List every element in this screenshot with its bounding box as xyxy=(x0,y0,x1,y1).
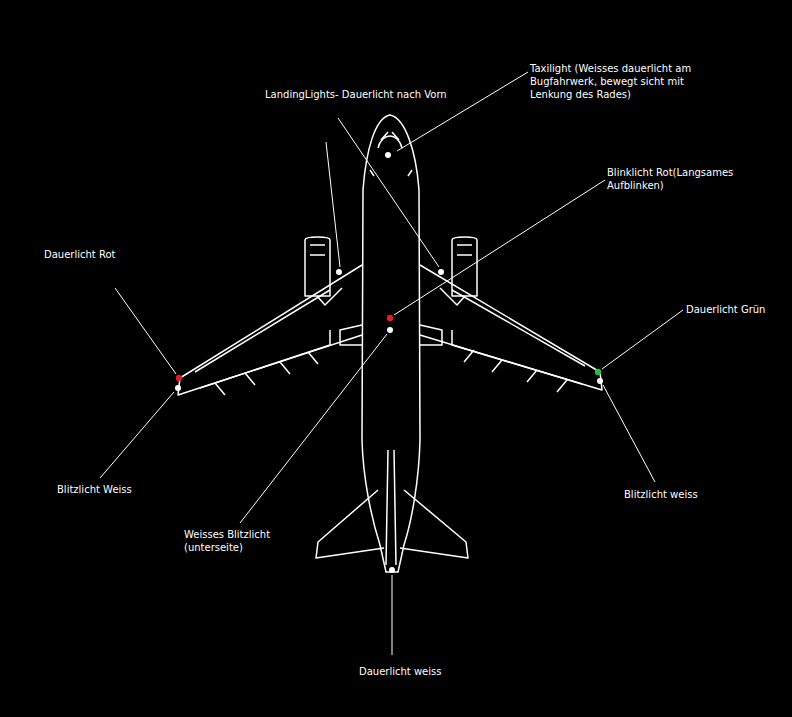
light-label: Dauerlicht weiss xyxy=(359,665,479,678)
light-label: LandingLights- Dauerlicht nach Vorn xyxy=(265,88,465,101)
light-label: Dauerlicht Rot xyxy=(44,248,164,261)
light-label: Blitzlicht weiss xyxy=(624,488,744,501)
light-label: Blitzlicht Weiss xyxy=(57,483,177,496)
light-label: Blinklicht Rot(Langsames Aufblinken) xyxy=(607,166,747,192)
light-label: Weisses Blitzlicht (unterseite) xyxy=(184,528,294,554)
light-label: Dauerlicht Grün xyxy=(686,303,786,316)
light-label: Taxilight (Weisses dauerlicht am Bugfahr… xyxy=(530,62,700,101)
